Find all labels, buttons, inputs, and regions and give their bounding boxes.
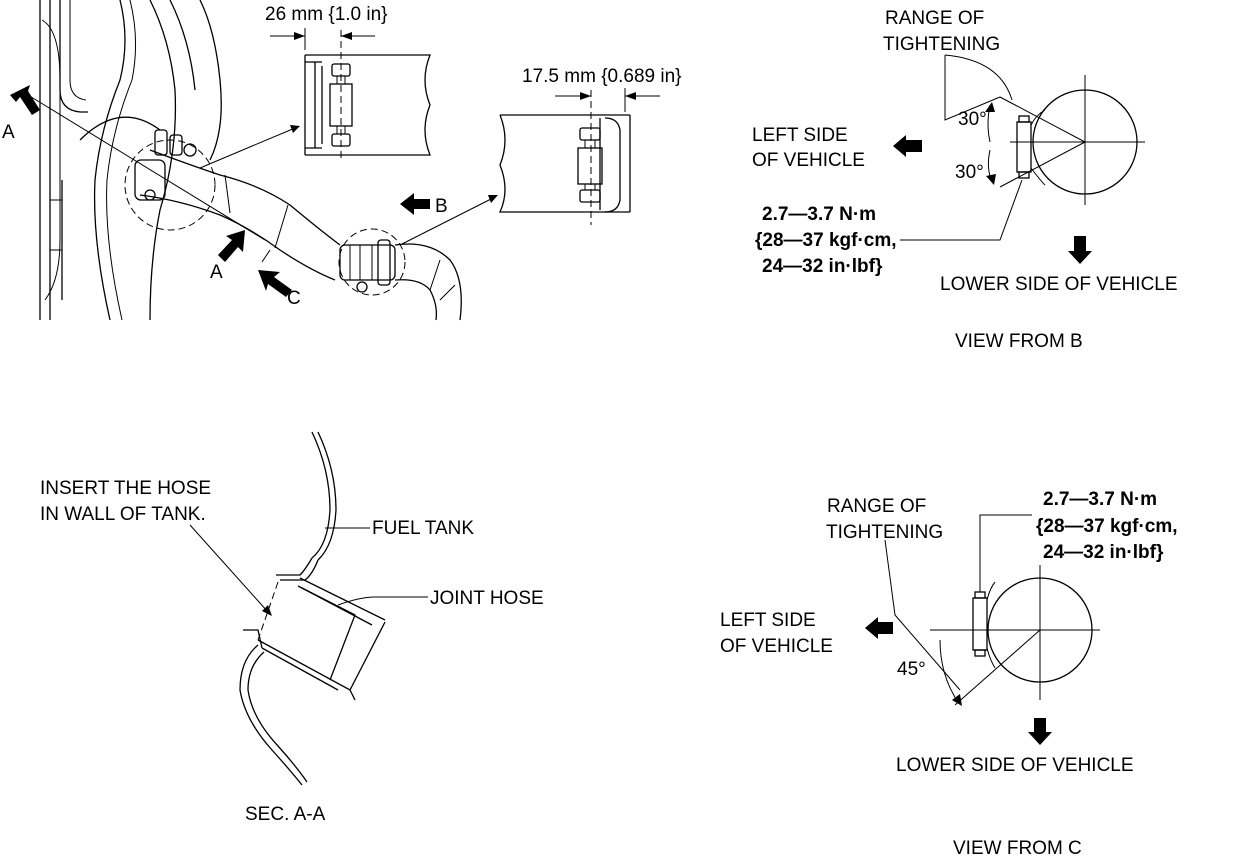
view-b-angle-lower: 30°	[955, 162, 984, 183]
view-c-torque-line1: 2.7—3.7 N·m	[1043, 489, 1157, 510]
view-b-caption: VIEW FROM B	[955, 331, 1083, 352]
view-b-down-arrow	[1068, 236, 1092, 264]
view-b-torque-line3: 24—32 in·lbf}	[762, 256, 883, 277]
joint-hose-label: JOINT HOSE	[430, 588, 544, 609]
joint-hose-body	[299, 577, 386, 621]
clamp-detail-right: 17.5 mm {0.689 in}	[498, 66, 682, 225]
arrow-a-lower: A	[210, 230, 245, 283]
view-b-range-line2: TIGHTENING	[883, 34, 1000, 55]
view-b-left-line2: OF VEHICLE	[752, 150, 865, 171]
clamp-detail-left: 26 mm {1.0 in}	[265, 4, 431, 160]
view-c-lower-side: LOWER SIDE OF VEHICLE	[896, 755, 1134, 776]
view-b-left-arrow	[893, 135, 922, 157]
arrow-c-tick	[261, 249, 271, 263]
view-c-left-line1: LEFT SIDE	[720, 610, 816, 631]
insert-line1: INSERT THE HOSE	[40, 478, 211, 499]
tank-body-outline	[39, 0, 222, 321]
tank-wall-upper	[311, 431, 331, 559]
view-c-angle: 45°	[897, 659, 926, 680]
section-aa-caption: SEC. A-A	[245, 804, 326, 825]
view-c-range-line1: RANGE OF	[827, 496, 926, 517]
view-c-left-arrow	[865, 617, 893, 639]
leader-to-right-detail	[399, 197, 494, 246]
view-c-torque-line3: 24—32 in·lbf}	[1043, 542, 1164, 563]
view-c-left-line2: OF VEHICLE	[720, 636, 833, 657]
main-view: A A C B	[2, 0, 682, 321]
section-a-a: INSERT THE HOSE IN WALL OF TANK. FUEL TA…	[40, 431, 544, 825]
leader-to-left-detail	[199, 127, 296, 169]
view-b-clamp-screw	[1016, 121, 1032, 173]
view-b-lower-side: LOWER SIDE OF VEHICLE	[940, 274, 1178, 295]
section-line-a-a	[27, 94, 266, 241]
view-b-angle-upper: 30°	[958, 109, 987, 130]
arrow-c-label: C	[287, 288, 301, 309]
insert-line2: IN WALL OF TANK.	[40, 504, 206, 525]
arrow-a-upper-label: A	[2, 122, 15, 143]
view-b-left-line1: LEFT SIDE	[752, 125, 848, 146]
view-c-caption: VIEW FROM C	[953, 838, 1082, 859]
clamp-pipe-side	[338, 228, 406, 296]
view-b-range-line1: RANGE OF	[885, 8, 984, 29]
arrow-b: B	[400, 193, 448, 217]
arrow-a-upper: A	[2, 85, 40, 143]
view-b-torque-line1: 2.7—3.7 N·m	[762, 204, 876, 225]
view-from-b: 30° 30° RANGE OF TIGHTENING LEFT SIDE OF…	[752, 8, 1178, 352]
view-b-torque-line2: {28—37 kgf·cm,	[755, 230, 897, 251]
view-c-range-line2: TIGHTENING	[826, 522, 943, 543]
view-c-torque-line2: {28—37 kgf·cm,	[1036, 516, 1178, 537]
filler-hose	[139, 149, 462, 321]
view-c-down-arrow	[1028, 718, 1052, 745]
clamp-tank-side	[124, 129, 216, 231]
fuel-tank-label: FUEL TANK	[372, 518, 474, 539]
view-c-clamp-screw	[972, 597, 988, 651]
view-from-c: 45° RANGE OF TIGHTENING 2.7—3.7 N·m {28—…	[720, 489, 1178, 859]
arrow-c: C	[258, 270, 301, 309]
dim-left-label: 26 mm {1.0 in}	[265, 4, 388, 25]
dim-right-label: 17.5 mm {0.689 in}	[522, 66, 682, 87]
arrow-a-lower-label: A	[210, 262, 223, 283]
tank-wall-lower	[239, 644, 303, 786]
arrow-b-label: B	[435, 196, 448, 217]
